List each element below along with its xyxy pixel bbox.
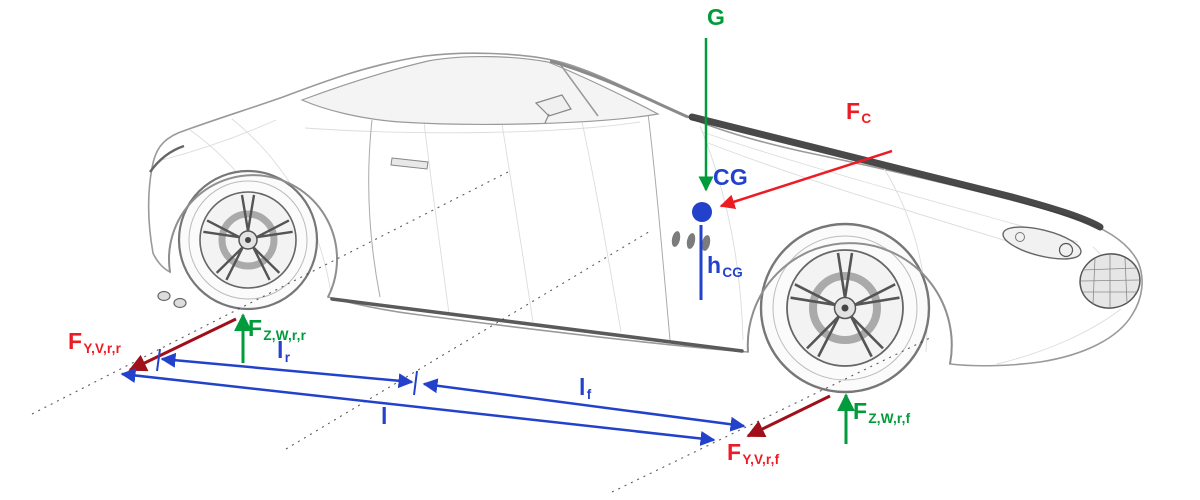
dimension-tick-middle	[413, 370, 418, 396]
front-wheel	[759, 222, 931, 394]
lateral-force-front-arrow	[746, 394, 831, 438]
dimension-tick-rear	[156, 348, 161, 372]
gravity-force-label: G	[707, 6, 726, 29]
front-wheel-arch	[746, 242, 953, 365]
lateral-force-front-label-main: F	[727, 439, 742, 465]
lateral-force-rear-arrow	[128, 317, 237, 372]
lateral-force-rear-label-sub: Y,V,r,r	[83, 341, 122, 357]
center-of-gravity-label: CG	[713, 166, 749, 189]
rear-wheel	[177, 169, 319, 311]
cg-height-label-sub: CG	[722, 265, 744, 281]
center-of-gravity-dot	[692, 202, 712, 222]
vertical-force-front-label-sub: Z,W,r,f	[868, 411, 911, 427]
center-of-gravity-label-main: CG	[713, 164, 749, 190]
front-distance-label: lf	[579, 374, 592, 403]
vertical-force-rear-label: FZ,W,r,r	[248, 315, 307, 344]
dimension-line-wheelbase	[120, 368, 716, 446]
front-distance-label-sub: f	[586, 387, 592, 403]
rocker-sill-line	[330, 297, 744, 353]
vertical-force-front-label-main: F	[853, 398, 868, 424]
lateral-force-front-label: FY,V,r,f	[727, 439, 780, 468]
lateral-force-front-label-sub: Y,V,r,f	[742, 452, 780, 468]
rear-distance-label: lr	[277, 337, 291, 366]
wheelbase-label: l	[381, 405, 389, 428]
vertical-force-rear-label-main: F	[248, 315, 263, 341]
a-pillar-line	[549, 59, 689, 119]
door-seam-rear	[368, 119, 381, 298]
taillight-line	[148, 144, 185, 173]
vertical-force-front-label: FZ,W,r,f	[853, 398, 911, 427]
cornering-force-label-sub: C	[861, 111, 872, 127]
hood-accent-stripe	[688, 113, 1104, 231]
front-wheel-spokes	[790, 252, 900, 358]
side-mirror	[534, 94, 572, 117]
annotations	[120, 38, 893, 446]
door-seam-front	[647, 112, 671, 341]
rear-wheel-arch	[168, 174, 338, 298]
rear-axle-projection-line	[31, 171, 509, 415]
b-pillar-line	[559, 63, 599, 117]
rear-distance-label-main: l	[277, 337, 284, 363]
exhaust-tips	[157, 290, 187, 309]
lateral-force-rear-label-main: F	[68, 328, 83, 354]
car-wireframe	[147, 52, 1143, 394]
lateral-force-rear-label: FY,V,r,r	[68, 328, 122, 357]
front-grille	[1079, 253, 1141, 309]
mirror-stalk	[544, 113, 550, 124]
cornering-force-label: FC	[846, 98, 872, 127]
cg-height-label: hCG	[707, 252, 744, 281]
rear-wheel-spokes	[203, 194, 293, 281]
fender-vents	[671, 231, 711, 251]
headlight	[1002, 226, 1082, 260]
door-handle	[390, 157, 429, 170]
side-window-glass	[300, 55, 660, 125]
cornering-force-label-main: F	[846, 98, 861, 124]
gravity-force-label-main: G	[707, 4, 726, 30]
wheelbase-label-main: l	[381, 403, 388, 429]
cornering-force-arrow	[719, 149, 893, 210]
front-distance-label-main: l	[579, 374, 586, 400]
cg-height-label-main: h	[707, 252, 722, 278]
vertical-force-rear-label-sub: Z,W,r,r	[263, 328, 307, 344]
rear-distance-label-sub: r	[284, 350, 291, 366]
